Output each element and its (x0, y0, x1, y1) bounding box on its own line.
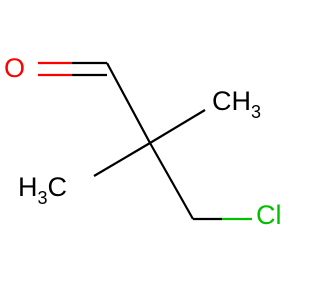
chlorine-symbol: Cl (256, 200, 282, 230)
quaternary-to-left-methyl-bond (93, 142, 151, 177)
quaternary-to-top-methyl-bond (149, 109, 206, 144)
top-methyl-prefix: CH (212, 86, 251, 116)
chlorine-atom-label: Cl (256, 202, 282, 229)
top-methyl-label: CH3 (212, 86, 261, 123)
left-methyl-suffix: C (47, 172, 68, 202)
oxygen-symbol: O (4, 53, 26, 83)
quaternary-to-ch2-bond (149, 142, 194, 220)
top-methyl-subscript: 3 (251, 102, 262, 122)
aldehyde-to-quaternary-bond (106, 62, 151, 144)
oxygen-atom-label: O (4, 55, 25, 82)
left-methyl-prefix: H (18, 172, 38, 202)
bond-layer (38, 61, 252, 221)
left-methyl-subscript: 3 (37, 188, 48, 208)
molecule-canvas: O CH3 H3C Cl (4, 54, 282, 229)
left-methyl-label: H3C (18, 172, 68, 209)
